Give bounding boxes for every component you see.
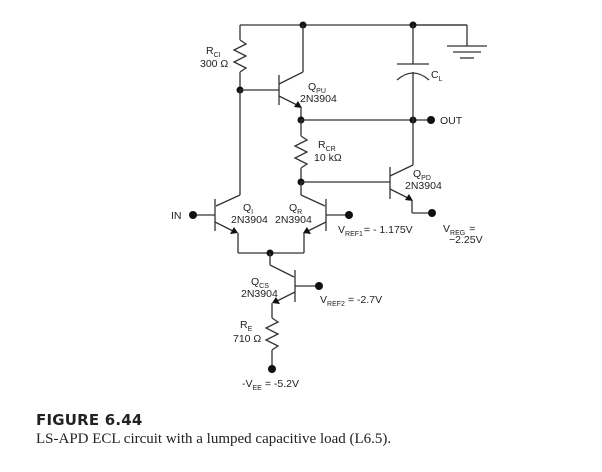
- figure-caption: FIGURE 6.44 LS-APD ECL circuit with a lu…: [36, 411, 391, 448]
- out-label: OUT: [440, 115, 463, 127]
- qi-part: 2N3904: [231, 214, 268, 226]
- rcr-resistor: [293, 135, 309, 169]
- qi-transistor: [214, 194, 241, 253]
- qi-label: QI: [243, 202, 253, 216]
- in-label: IN: [171, 210, 182, 222]
- out-terminal: [427, 116, 435, 124]
- qpd-part: 2N3904: [405, 180, 442, 192]
- rci-resistor: [232, 39, 248, 73]
- qcs-label: QCS: [251, 276, 269, 290]
- re-value: 710 Ω: [233, 333, 261, 345]
- ground-icon: [447, 25, 487, 59]
- vreg-terminal: [428, 209, 436, 217]
- rci-value: 300 Ω: [200, 58, 228, 70]
- vee-terminal: [268, 365, 276, 373]
- vref2-terminal: [315, 282, 323, 290]
- re-label: RE: [240, 319, 253, 333]
- qr-label: QR: [289, 202, 302, 216]
- qpd-label: QPD: [413, 168, 431, 182]
- vref2-label: VREF2= -2.7V: [320, 294, 382, 308]
- rci-label: RCI: [206, 45, 221, 59]
- caption-text: LS-APD ECL circuit with a lumped capacit…: [36, 431, 392, 447]
- qpu-part: 2N3904: [300, 93, 337, 105]
- qcs-part: 2N3904: [241, 288, 278, 300]
- vref1-terminal: [345, 211, 353, 219]
- rcr-value: 10 kΩ: [314, 152, 342, 164]
- vref1-label: VREF1= - 1.175V: [338, 224, 413, 238]
- rcr-label: RCR: [318, 139, 336, 153]
- vreg-value: −2.25V: [449, 234, 483, 246]
- in-terminal: [189, 211, 197, 219]
- qpu-transistor: [278, 25, 304, 120]
- qpu-label: QPU: [308, 81, 326, 95]
- qr-part: 2N3904: [275, 214, 312, 226]
- figure-label: FIGURE 6.44: [36, 411, 143, 429]
- cl-label: CL: [431, 69, 443, 83]
- qr-transistor: [300, 194, 327, 253]
- vreg-label: VREG=: [443, 223, 475, 237]
- re-resistor: [264, 317, 280, 351]
- vee-label: -VEE= -5.2V: [242, 378, 299, 392]
